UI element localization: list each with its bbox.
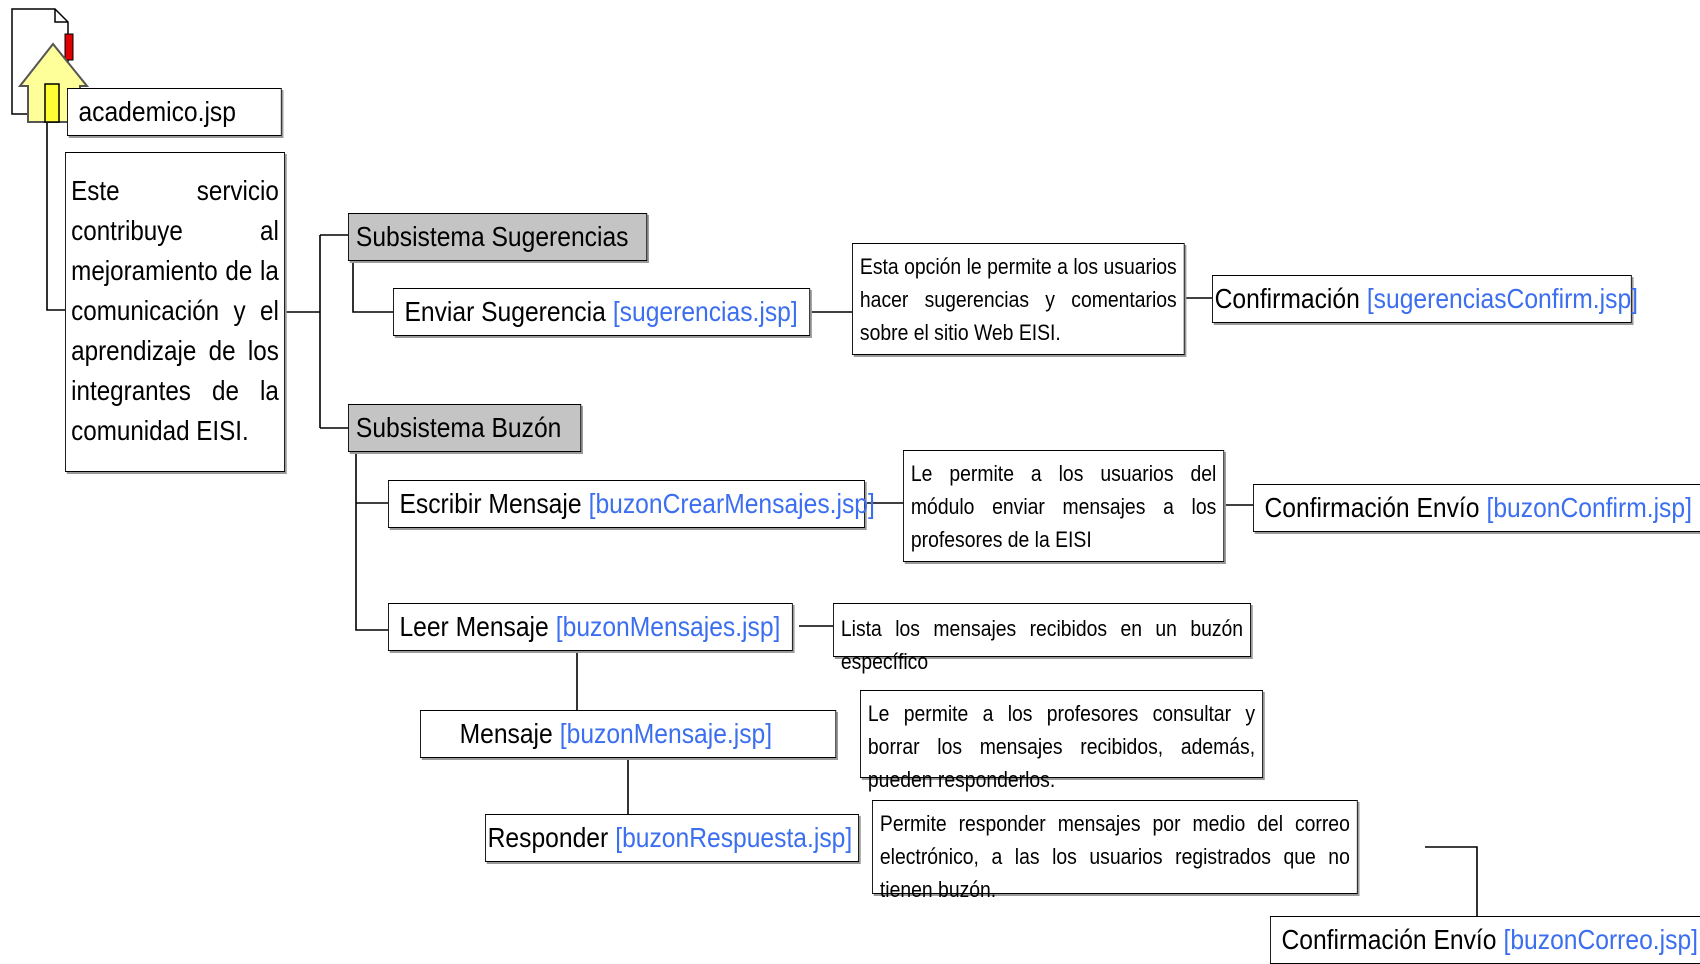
page-leer-file[interactable]: [buzonMensajes.jsp] <box>555 611 781 642</box>
page-leer-label: Leer Mensaje <box>399 611 549 642</box>
page-escribir-label: Escribir Mensaje <box>399 488 582 519</box>
page-leer-mensaje[interactable]: Leer Mensaje [buzonMensajes.jsp] <box>388 603 793 651</box>
page-confirm-envio-label: Confirmación Envío <box>1264 492 1480 523</box>
page-enviar-sugerencia[interactable]: Enviar Sugerencia [sugerencias.jsp] <box>393 288 811 336</box>
subsystem-buzon-box[interactable]: Subsistema Buzón <box>348 404 582 452</box>
description-sugerencias: Esta opción le permite a los usuarios ha… <box>852 243 1185 355</box>
page-confirm-sug-label: Confirmación <box>1214 283 1360 314</box>
description-leer: Lista los mensajes recibidos en un buzón… <box>833 603 1251 674</box>
description-escribir: Le permite a los usuarios del módulo env… <box>903 450 1225 562</box>
page-responder-label: Responder <box>487 822 609 853</box>
page-responder[interactable]: Responder [buzonRespuesta.jsp] <box>485 814 859 862</box>
root-page-box[interactable]: academico.jsp <box>67 88 282 136</box>
intro-description: Este servicio contribuye al mejoramiento… <box>65 152 285 472</box>
description-responder-text: Permite responder mensajes por medio del… <box>879 811 1350 902</box>
page-mensaje-label: Mensaje <box>459 718 553 749</box>
description-responder: Permite responder mensajes por medio del… <box>872 800 1358 902</box>
intro-text: Este servicio contribuye al mejoramiento… <box>71 175 279 446</box>
page-confirm-correo-label: Confirmación Envío <box>1281 924 1497 955</box>
root-page-label: academico.jsp <box>78 96 236 127</box>
subsystem-sugerencias-box[interactable]: Subsistema Sugerencias <box>348 213 648 261</box>
page-confirmacion-sugerencias[interactable]: Confirmación [sugerenciasConfirm.jsp] <box>1212 275 1638 323</box>
subsystem-sugerencias-label: Subsistema Sugerencias <box>355 221 629 252</box>
page-confirm-sug-file[interactable]: [sugerenciasConfirm.jsp] <box>1366 283 1638 314</box>
description-mensaje-text: Le permite a los profesores consultar y … <box>867 701 1256 792</box>
page-escribir-mensaje[interactable]: Escribir Mensaje [buzonCrearMensajes.jsp… <box>388 480 875 528</box>
description-escribir-text: Le permite a los usuarios del módulo env… <box>910 461 1217 552</box>
page-confirm-correo-file[interactable]: [buzonCorreo.jsp] <box>1503 924 1698 955</box>
page-mensaje[interactable]: Mensaje [buzonMensaje.jsp] <box>420 710 837 758</box>
page-enviar-label: Enviar Sugerencia <box>404 296 606 327</box>
page-responder-file[interactable]: [buzonRespuesta.jsp] <box>615 822 853 853</box>
page-enviar-file[interactable]: [sugerencias.jsp] <box>612 296 798 327</box>
description-sugerencias-text: Esta opción le permite a los usuarios ha… <box>859 254 1177 345</box>
description-leer-text: Lista los mensajes recibidos en un buzón… <box>840 616 1244 674</box>
page-confirm-envio-file[interactable]: [buzonConfirm.jsp] <box>1486 492 1692 523</box>
page-confirmacion-correo[interactable]: Confirmación Envío [buzonCorreo.jsp] <box>1270 916 1700 964</box>
page-confirmacion-envio[interactable]: Confirmación Envío [buzonConfirm.jsp] <box>1253 484 1700 532</box>
description-mensaje: Le permite a los profesores consultar y … <box>860 690 1264 792</box>
page-mensaje-file[interactable]: [buzonMensaje.jsp] <box>559 718 773 749</box>
page-escribir-file[interactable]: [buzonCrearMensajes.jsp] <box>588 488 875 519</box>
subsystem-buzon-label: Subsistema Buzón <box>355 412 562 443</box>
